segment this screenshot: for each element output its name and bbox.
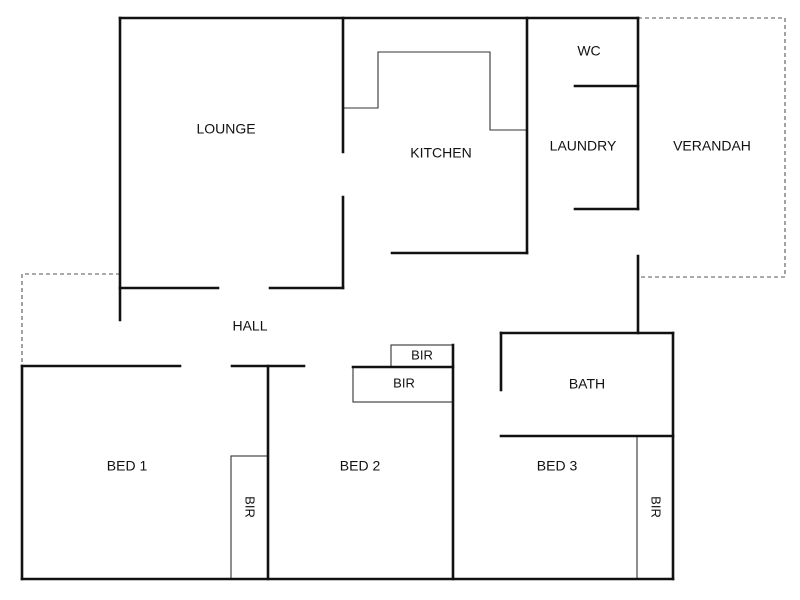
kitchen-bench-outline [343, 51, 527, 131]
room-labels: LOUNGE KITCHEN WC LAUNDRY VERANDAH HALL … [107, 43, 751, 518]
dashed-outlines [21, 17, 786, 366]
label-bath: BATH [569, 376, 605, 392]
label-kitchen: KITCHEN [410, 145, 471, 161]
label-verandah: VERANDAH [673, 138, 751, 154]
label-lounge: LOUNGE [196, 121, 255, 137]
verandah-outline [638, 17, 786, 278]
label-bed3: BED 3 [537, 458, 578, 474]
label-bir-bed2-upper: BIR [411, 347, 433, 362]
label-wc: WC [577, 43, 600, 59]
label-bir-bed3: BIR [649, 496, 664, 518]
label-bir-bed2-lower: BIR [393, 375, 415, 390]
label-bed2: BED 2 [340, 458, 381, 474]
walls [20, 16, 675, 581]
label-laundry: LAUNDRY [550, 138, 617, 154]
label-bir-bed1: BIR [243, 496, 258, 518]
label-hall: HALL [232, 318, 267, 334]
label-bed1: BED 1 [107, 458, 148, 474]
porch-outline [21, 273, 120, 366]
